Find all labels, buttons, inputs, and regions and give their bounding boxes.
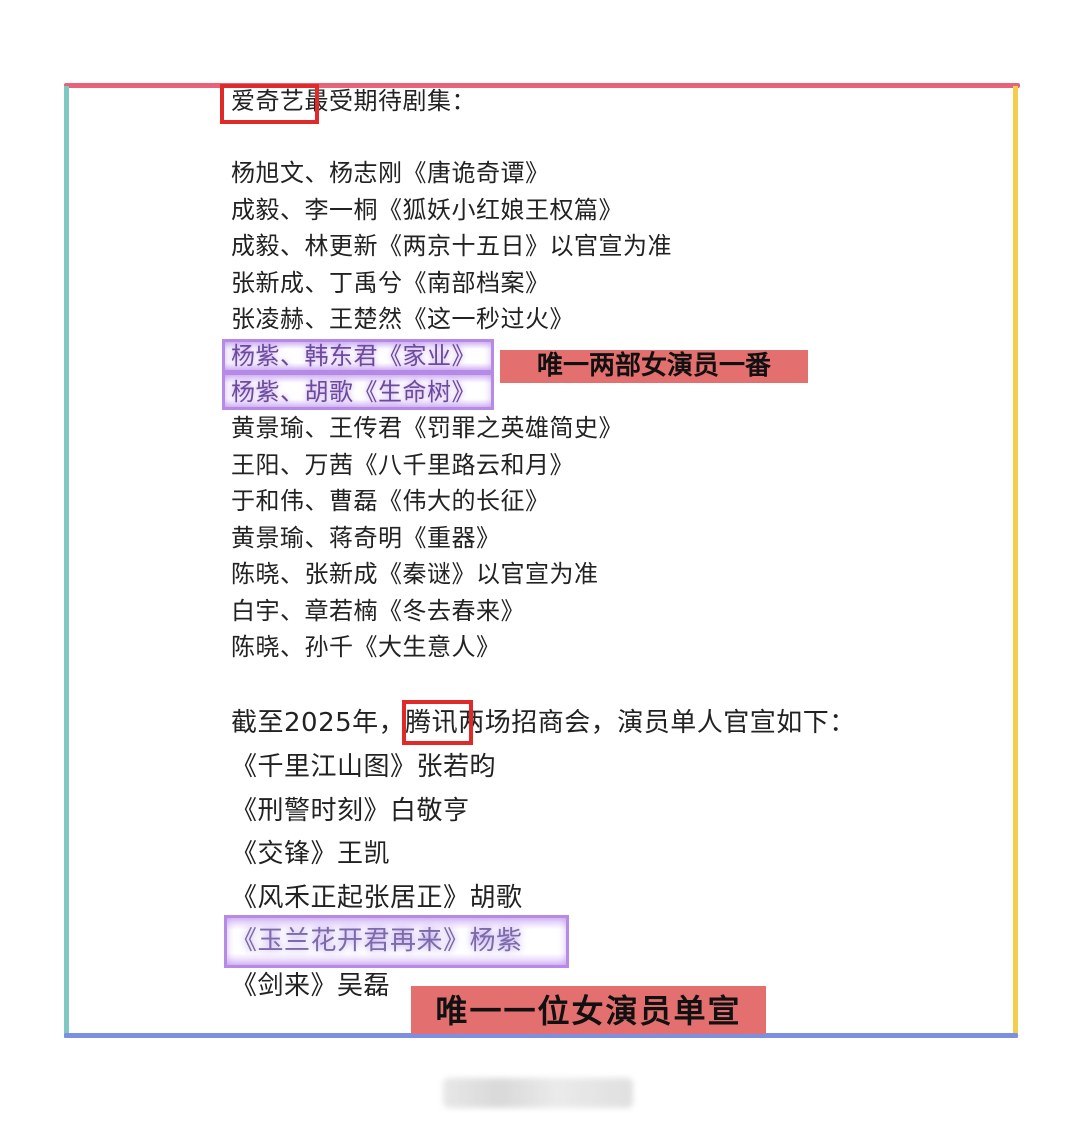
frame-left-border [64,86,69,1038]
list-item: 黄景瑜、王传君《罚罪之英雄简史》 [231,414,623,442]
iqiyi-highlight-text: 爱奇艺 [231,87,305,115]
list-item: 《刑警时刻》白敬亨 [231,796,470,826]
annotation-label: 唯一两部女演员一番 [500,350,808,383]
list-item: 白宇、章若楠《冬去春来》 [231,597,525,625]
list-item: 成毅、李一桐《狐妖小红娘王权篇》 [231,196,623,224]
list-item: 《风禾正起张居正》胡歌 [231,883,523,913]
list-item: 杨旭文、杨志刚《唐诡奇谭》 [231,159,550,187]
list-item: 《剑来》吴磊 [231,971,391,1001]
purple-highlight-box [222,339,494,373]
section2-heading-rest: 两场招商会，演员单人官宣如下： [458,708,856,738]
frame-bottom-border [64,1033,1018,1038]
tencent-red-box [402,700,473,745]
list-item-highlighted: 杨紫、胡歌《生命树》 [231,378,476,406]
annotation-label: 唯一一位女演员单宣 [411,986,766,1034]
list-item: 王阳、万茜《八千里路云和月》 [231,451,574,479]
purple-highlight-box [222,372,494,410]
tencent-highlight-text: 腾讯 [405,708,459,738]
list-item: 陈晓、孙千《大生意人》 [231,633,501,661]
list-item: 《千里江山图》张若昀 [231,752,497,782]
list-item: 成毅、林更新《两京十五日》以官宣为准 [231,232,672,260]
list-item: 陈晓、张新成《秦谜》以官宣为准 [231,560,599,588]
list-item: 张凌赫、王楚然《这一秒过火》 [231,305,574,333]
list-item: 《交锋》王凯 [231,839,391,869]
iqiyi-red-box [220,84,319,124]
section1-heading-rest: 最受期待剧集： [304,87,476,115]
list-item-highlighted: 杨紫、韩东君《家业》 [231,342,476,370]
list-item: 于和伟、曹磊《伟大的长征》 [231,487,550,515]
section2-heading: 截至2025年，腾讯两场招商会，演员单人官宣如下： [231,708,856,738]
purple-highlight-box [224,915,569,968]
list-item: 张新成、丁禹兮《南部档案》 [231,269,550,297]
list-item: 黄景瑜、蒋奇明《重器》 [231,524,501,552]
frame-right-border [1013,86,1018,1038]
blurred-watermark [443,1078,633,1108]
section2-heading-prefix: 截至2025年， [231,708,406,738]
section1-heading: 爱奇艺最受期待剧集： [231,86,476,116]
frame-top-border [64,83,1020,88]
list-item-highlighted: 《玉兰花开君再来》杨紫 [231,926,523,956]
